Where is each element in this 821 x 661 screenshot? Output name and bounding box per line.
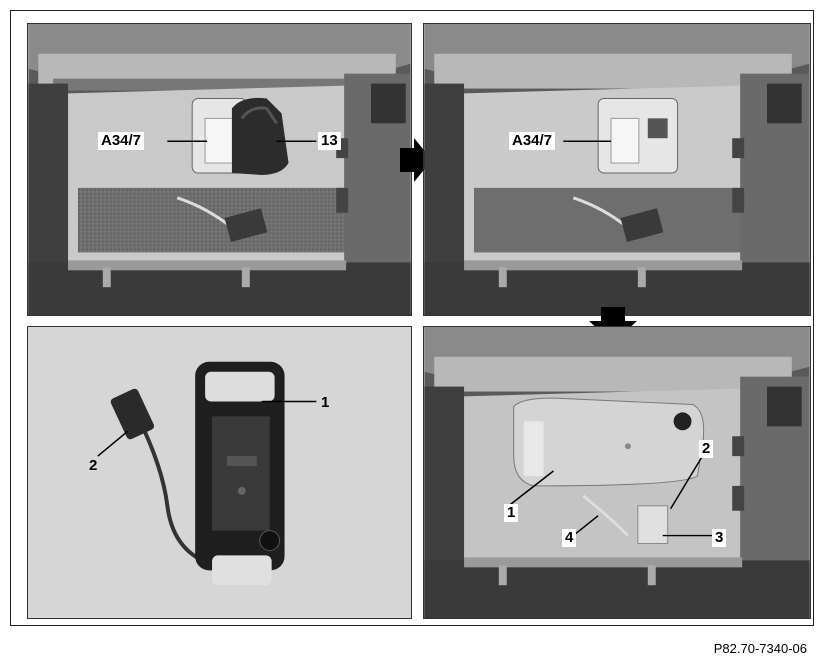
label-3: 3 <box>712 529 727 547</box>
panel-cradle-installed: 1 2 3 4 <box>423 326 811 619</box>
glovebox-photo-1 <box>28 24 411 315</box>
panel-cradle-detail: 1 2 <box>27 326 412 619</box>
glovebox-photo-2 <box>424 24 810 315</box>
arrow-right-icon <box>400 138 432 182</box>
panel-glovebox-bracket: A34/7 <box>423 23 811 316</box>
label-1: 1 <box>504 504 519 522</box>
label-2: 2 <box>86 457 101 475</box>
label-2: 2 <box>699 440 714 458</box>
label-a34-7: A34/7 <box>509 132 556 150</box>
panel-glovebox-with-cradle: A34/7 13 <box>27 23 412 316</box>
illustration-frame: A34/7 13 A34/7 <box>10 10 814 626</box>
label-13: 13 <box>318 132 341 150</box>
glovebox-photo-3 <box>424 327 810 618</box>
label-1: 1 <box>318 394 333 412</box>
label-4: 4 <box>562 529 577 547</box>
label-a34-7: A34/7 <box>98 132 145 150</box>
arrow-down-icon <box>589 307 637 343</box>
figure-reference-id: P82.70-7340-06 <box>713 641 807 656</box>
